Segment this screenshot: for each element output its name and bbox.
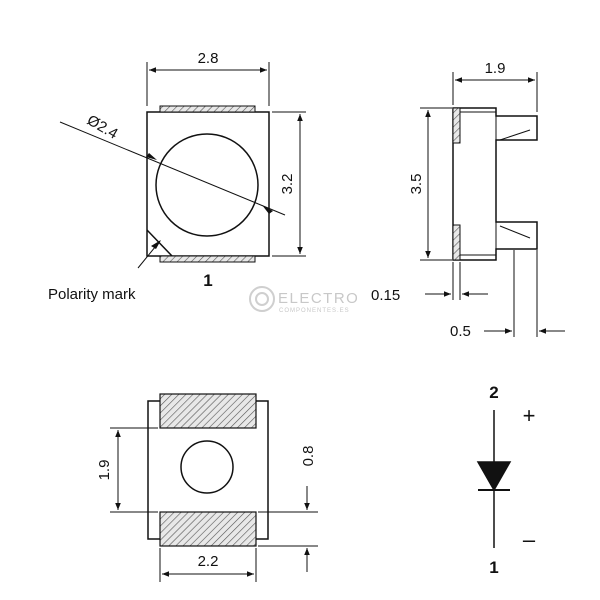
watermark-logo: ELECTRO COMPONENTES.ES — [249, 286, 359, 314]
bottom-view — [110, 393, 318, 582]
polarity-mark-label: Polarity mark — [48, 286, 136, 303]
lens-circle — [155, 133, 259, 237]
top-pin-1-label: 1 — [203, 271, 212, 290]
bottom-pad-upper — [159, 393, 257, 429]
polarity-chamfer — [146, 229, 173, 257]
pad-height-label: 0.8 — [300, 446, 317, 467]
diode-triangle-icon — [476, 461, 512, 492]
watermark-title: ELECTRO — [278, 290, 359, 307]
bottom-pad-lower — [159, 511, 257, 547]
anode-sign: + — [523, 403, 536, 428]
diameter-leader — [59, 121, 286, 216]
side-pad-lower — [452, 224, 461, 261]
top-height-label: 3.2 — [279, 174, 296, 195]
cathode-pin-label: 1 — [489, 558, 498, 577]
bottom-center-circle — [180, 440, 234, 494]
lens-offset-label: 0.5 — [450, 323, 471, 340]
side-body-outline — [452, 107, 538, 261]
cathode-sign: – — [523, 527, 536, 552]
top-pad-lower — [159, 255, 256, 263]
diameter-label: Ø2.4 — [84, 112, 121, 143]
top-pad-upper — [159, 105, 256, 113]
side-pad-upper — [452, 107, 461, 144]
pad-spacing-label: 1.9 — [96, 460, 113, 481]
pad-width-label: 2.2 — [198, 553, 219, 570]
side-height-label: 3.5 — [408, 174, 425, 195]
side-view — [420, 72, 565, 337]
top-width-label: 2.8 — [198, 50, 219, 67]
side-width-label: 1.9 — [485, 60, 506, 77]
diode-symbol — [476, 410, 512, 548]
anode-pin-label: 2 — [489, 383, 498, 402]
pad-thickness-label: 0.15 — [371, 287, 400, 304]
top-view — [59, 62, 306, 269]
watermark-subtitle: COMPONENTES.ES — [279, 308, 350, 314]
